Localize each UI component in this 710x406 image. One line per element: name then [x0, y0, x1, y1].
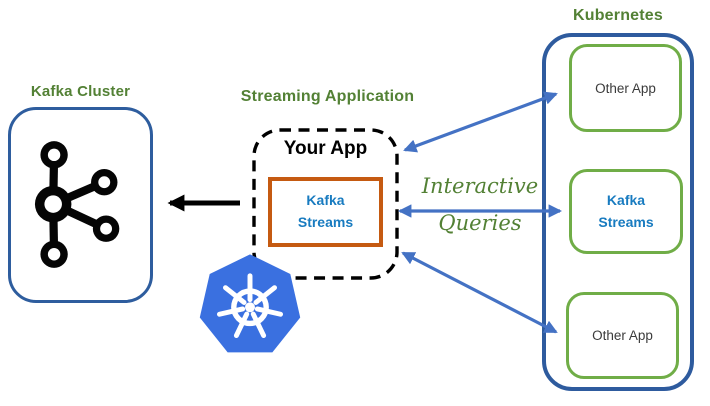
- arrow-app-to-other-app-top: [403, 91, 558, 153]
- interactive-queries-line2: Queries: [438, 211, 522, 235]
- pod-label: Other App: [592, 328, 653, 343]
- interactive-queries-annotation: Interactive Queries: [412, 174, 548, 235]
- kafka-streams-library-label: Kafka Streams: [297, 192, 354, 230]
- kubernetes-logo-icon: [199, 254, 301, 353]
- pod-other-app-top: Other App: [569, 44, 682, 132]
- your-app-box: Your App Kafka Streams: [252, 128, 399, 280]
- pod-label: Other App: [595, 80, 656, 96]
- arrow-app-to-other-app-bottom: [401, 251, 558, 334]
- interactive-queries-line1: Interactive: [421, 174, 539, 198]
- kafka-cluster-box: [8, 107, 153, 303]
- pod-other-app-bottom: Other App: [566, 292, 679, 379]
- pod-kafka-streams: Kafka Streams: [569, 169, 683, 254]
- kafka-logo-icon: [34, 141, 119, 268]
- streaming-application-title: Streaming Application: [240, 88, 415, 105]
- your-app-label: Your App: [283, 138, 368, 159]
- kafka-streams-library-box: Kafka Streams: [268, 177, 383, 247]
- pod-label: Kafka Streams: [598, 191, 654, 230]
- kubernetes-cluster-box: Other App Kafka Streams Other App: [542, 33, 694, 391]
- kubernetes-title: Kubernetes: [572, 7, 664, 24]
- kafka-cluster-title: Kafka Cluster: [30, 83, 131, 100]
- dashed-border: [252, 128, 399, 280]
